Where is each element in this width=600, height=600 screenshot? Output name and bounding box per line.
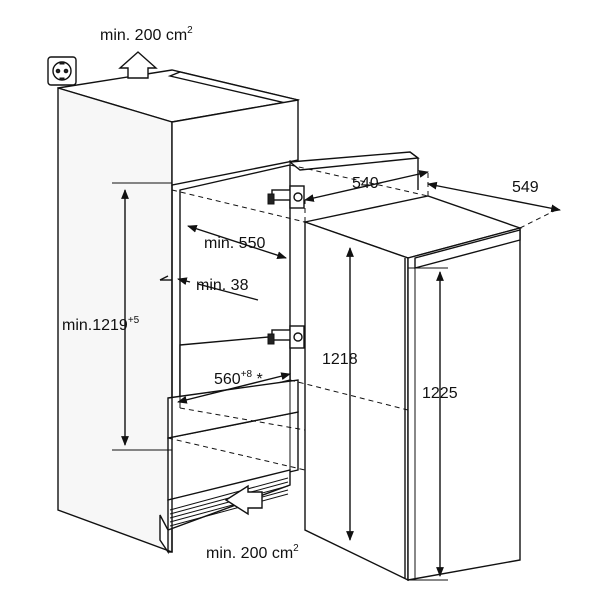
- dim-depth-549: [427, 181, 561, 213]
- fridge-door-top-strip: [414, 229, 521, 269]
- vent-bottom-label: min. 200 cm2: [206, 543, 299, 562]
- plinth-vent-grille: [169, 477, 289, 527]
- power-socket-icon: [47, 56, 77, 86]
- airflow-up-arrow-icon: [118, 51, 158, 79]
- dim-niche-width: [177, 372, 291, 404]
- dim-depth-540: [304, 170, 429, 202]
- vent-top-label: min. 200 cm2: [100, 25, 193, 44]
- niche-width-label: 560+8 *: [214, 369, 263, 388]
- fridge-appliance: [302, 195, 523, 582]
- door-hinge-bottom: [267, 325, 305, 349]
- door-hinge-top: [267, 185, 305, 209]
- fridge-side: [304, 221, 409, 582]
- built-in-cabinet: [57, 69, 301, 555]
- height-1225-label: 1225: [422, 385, 458, 402]
- depth-549-label: 549: [512, 179, 539, 196]
- height-1218-label: 1218: [322, 351, 358, 368]
- min-38-label: min. 38: [196, 277, 249, 294]
- depth-540-label: 540: [352, 175, 379, 192]
- airflow-in-arrow-icon: [224, 484, 263, 516]
- fridge-front: [407, 227, 521, 581]
- dim-niche-height: [112, 182, 172, 451]
- cabinet-front-top-frame: [171, 99, 299, 186]
- dim-min-38: [159, 268, 259, 301]
- dim-height-1225: [408, 267, 448, 581]
- min-550-label: min. 550: [204, 235, 265, 252]
- niche-height-label: min.1219+5: [62, 315, 140, 334]
- dim-min-550: [187, 225, 287, 259]
